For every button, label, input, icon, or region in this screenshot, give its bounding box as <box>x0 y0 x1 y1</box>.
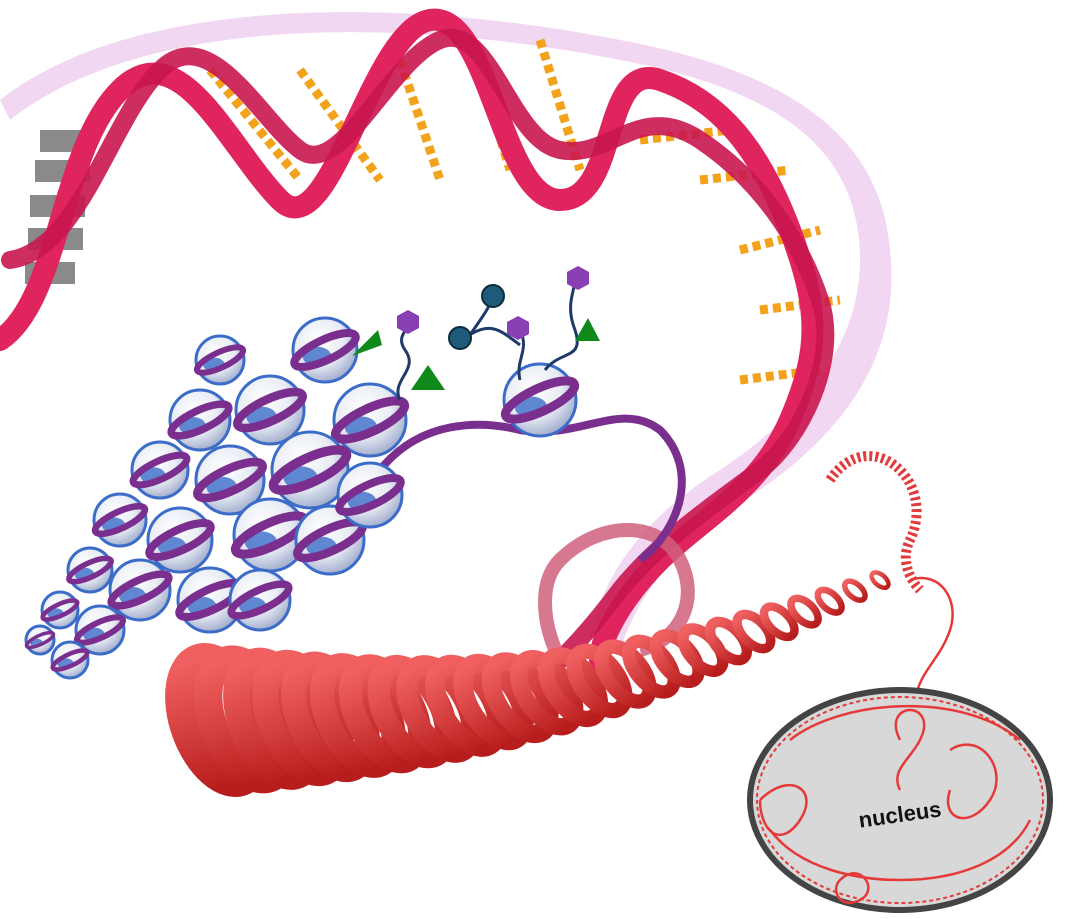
circle-mark-icon <box>449 327 471 349</box>
coil-turn <box>869 569 891 590</box>
linker-dna <box>380 419 682 560</box>
nucleosome-icon <box>92 494 149 546</box>
fine-coil <box>830 456 920 590</box>
hexagon-mark-icon <box>567 266 589 290</box>
nucleosome-icon <box>25 626 55 654</box>
histone-tail <box>545 280 577 370</box>
nucleosome-icon <box>50 642 89 678</box>
nucleosome-icon <box>130 442 191 498</box>
nucleosome-icon <box>167 390 232 450</box>
nucleosome-icon <box>335 463 405 527</box>
nucleus: nucleus <box>750 690 1050 910</box>
nucleosome-icon <box>501 364 579 436</box>
hexagon-mark-icon <box>397 310 419 334</box>
triangle-mark-icon <box>411 365 445 390</box>
nucleosome-icon <box>227 570 292 630</box>
nucleosome-icon <box>40 592 79 628</box>
triangle-mark-icon <box>575 318 600 341</box>
nucleosome-cluster <box>25 318 579 678</box>
nucleosome-icon <box>290 318 360 382</box>
nucleosome-icon <box>194 336 246 384</box>
nucleosome-icon <box>107 560 172 620</box>
coil-turn <box>841 578 868 604</box>
nucleosome-icon <box>145 508 215 572</box>
nucleus-icon <box>750 690 1050 910</box>
nucleosome-icon <box>66 548 114 592</box>
circle-mark-icon <box>482 285 504 307</box>
